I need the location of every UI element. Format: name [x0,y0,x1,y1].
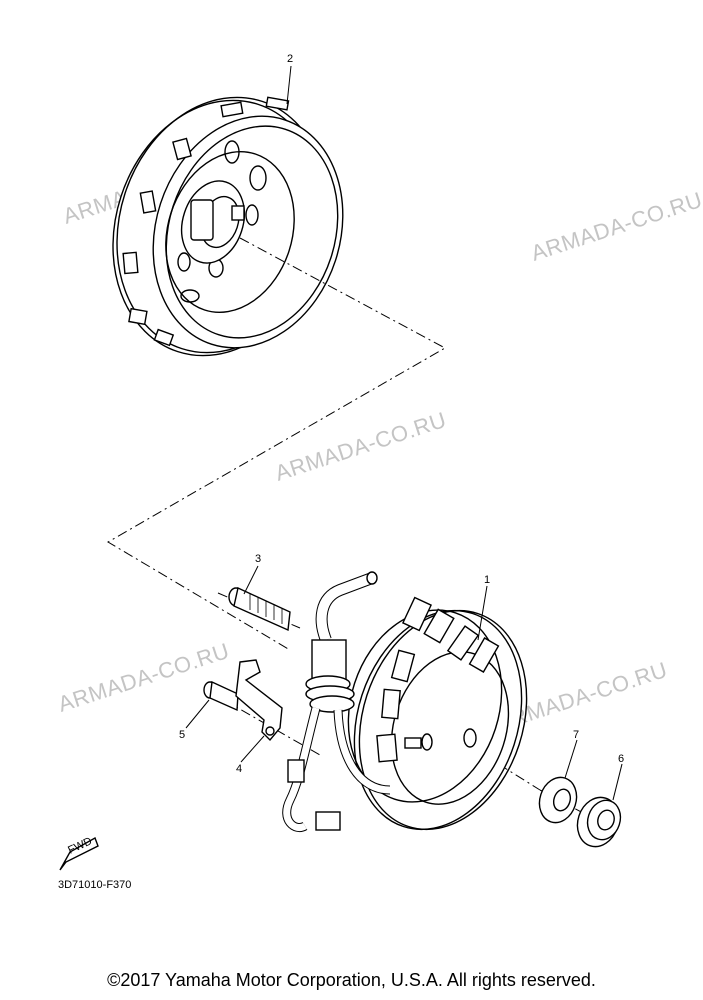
stator-assembly [282,571,528,832]
callout-6: 6 [618,753,624,765]
bolt-3 [228,587,291,632]
callout-2: 2 [287,53,293,65]
callout-7: 7 [573,729,579,741]
rotor-assembly [112,96,344,357]
fwd-arrow-icon [59,836,99,871]
copyright-notice: ©2017 Yamaha Motor Corporation, U.S.A. A… [107,970,596,990]
clamp-4 [235,659,283,742]
callout-leaders [185,65,623,801]
diagram-code: 3D71010-F370 [58,879,132,891]
callout-1: 1 [484,574,490,586]
bolt-5 [203,680,239,712]
nut-6 [576,796,622,848]
callout-4: 4 [236,763,242,775]
washer-7 [538,776,578,824]
callout-3: 3 [255,553,261,565]
callout-5: 5 [179,729,185,741]
